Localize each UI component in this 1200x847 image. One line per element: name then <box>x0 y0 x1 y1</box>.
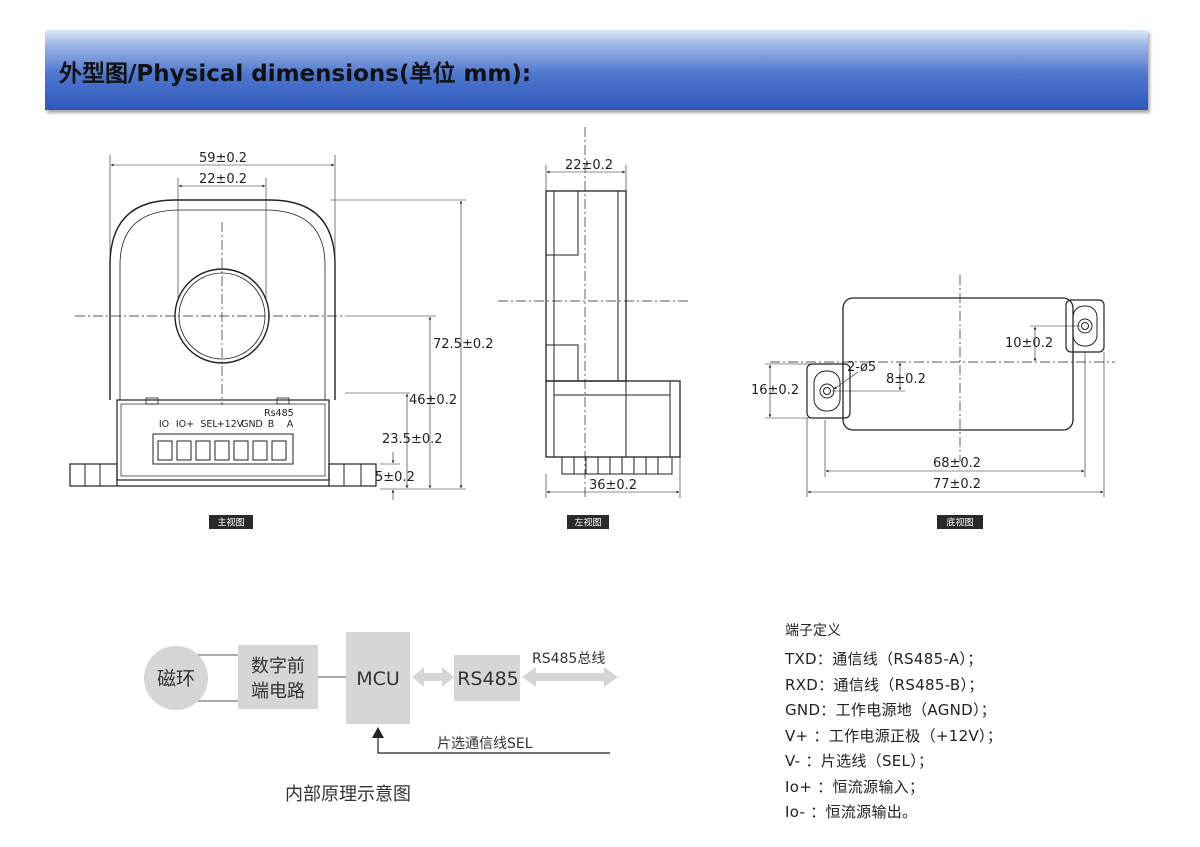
svg-text:底视图: 底视图 <box>946 517 973 529</box>
terminal-item-txd: TXD：通信线（RS485-A）； <box>785 650 983 668</box>
front-view-labels: 59±0.2 22±0.2 72.5±0.2 46±0.2 23.5±0.2 5… <box>159 151 494 529</box>
dim-46: 46±0.2 <box>409 393 457 408</box>
terminal-item-rxd: RXD：通信线（RS485-B）； <box>785 675 984 694</box>
sel-label: 片选通信线SEL <box>437 736 533 752</box>
pin-b: B <box>268 419 275 430</box>
dim-22: 22±0.2 <box>199 172 247 187</box>
rs485-label: RS485 <box>457 668 519 690</box>
terminal-item-io-minus: Io- ：恒流源输出。 <box>785 803 918 821</box>
mcu-label: MCU <box>356 668 400 690</box>
left-view <box>498 127 690 500</box>
bus-label: RS485总线 <box>532 651 605 667</box>
bottom-view-labels: 2-ø5 10±0.2 16±0.2 8±0.2 68±0.2 77±0.2 底… <box>751 336 1053 529</box>
dim-5: 5±0.2 <box>375 470 415 485</box>
pin-gnd: GND <box>241 419 263 430</box>
svg-text:主视图: 主视图 <box>217 517 244 529</box>
terminal-item-vminus: V- ：片选线（SEL）； <box>785 752 934 770</box>
front-view <box>69 155 466 500</box>
header-banner: 外型图/Physical dimensions(单位 mm): <box>45 30 1148 110</box>
terminal-item-vplus: V+ ：工作电源正极（+12V）； <box>785 726 1003 745</box>
bottom-view <box>765 275 1115 497</box>
frontend-block <box>238 645 318 709</box>
front-view-tag: 主视图 <box>209 515 253 529</box>
pin-io-plus: IO+ <box>176 419 194 430</box>
bottom-view-tag: 底视图 <box>937 515 983 529</box>
rs485-pin-label: Rs485 <box>264 408 294 419</box>
pin-sel: SEL <box>200 419 218 430</box>
block-diagram: 磁环 数字前 端电路 MCU RS485 RS485总线 片选通信线SEL 内部… <box>144 632 618 805</box>
page-title: 外型图/Physical dimensions(单位 mm): <box>59 61 532 87</box>
terminal-item-io-plus: Io+ ：恒流源输入； <box>785 777 925 796</box>
mcu-rs485-arrow <box>412 667 454 687</box>
diagram-caption: 内部原理示意图 <box>285 784 411 805</box>
sel-arrow-up-icon <box>372 727 384 738</box>
pin-io: IO <box>159 419 169 430</box>
pin-a: A <box>287 419 294 430</box>
dim-bottom-68: 68±0.2 <box>933 456 981 471</box>
dim-bottom-10: 10±0.2 <box>1005 336 1053 351</box>
pin-12v: +12V <box>217 419 244 430</box>
dim-bottom-8: 8±0.2 <box>886 372 926 387</box>
svg-text:左视图: 左视图 <box>574 517 601 529</box>
terminal-definitions: 端子定义 TXD：通信线（RS485-A）； RXD：通信线（RS485-B）；… <box>785 620 1185 826</box>
dim-72-5: 72.5±0.2 <box>433 337 494 352</box>
terminal-title: 端子定义 <box>785 623 841 639</box>
dim-left-22: 22±0.2 <box>565 158 613 173</box>
dim-59: 59±0.2 <box>199 151 247 166</box>
frontend-label-1: 数字前 <box>251 656 305 677</box>
dim-hole-2-5: 2-ø5 <box>847 360 876 375</box>
dim-left-36: 36±0.2 <box>589 478 637 493</box>
rs485-block <box>454 655 520 701</box>
dim-bottom-77: 77±0.2 <box>933 477 981 492</box>
dim-bottom-16: 16±0.2 <box>751 383 799 398</box>
rs485-bus-arrow <box>522 667 618 687</box>
left-view-tag: 左视图 <box>567 515 609 529</box>
frontend-label-2: 端电路 <box>251 681 305 702</box>
dim-23-5: 23.5±0.2 <box>382 432 443 447</box>
ring-label: 磁环 <box>157 668 195 690</box>
magnetic-ring-block <box>144 646 208 710</box>
left-view-labels: 22±0.2 36±0.2 左视图 <box>565 158 637 529</box>
mcu-block <box>346 632 410 724</box>
terminal-item-gnd: GND：工作电源地（AGND）； <box>785 701 997 719</box>
